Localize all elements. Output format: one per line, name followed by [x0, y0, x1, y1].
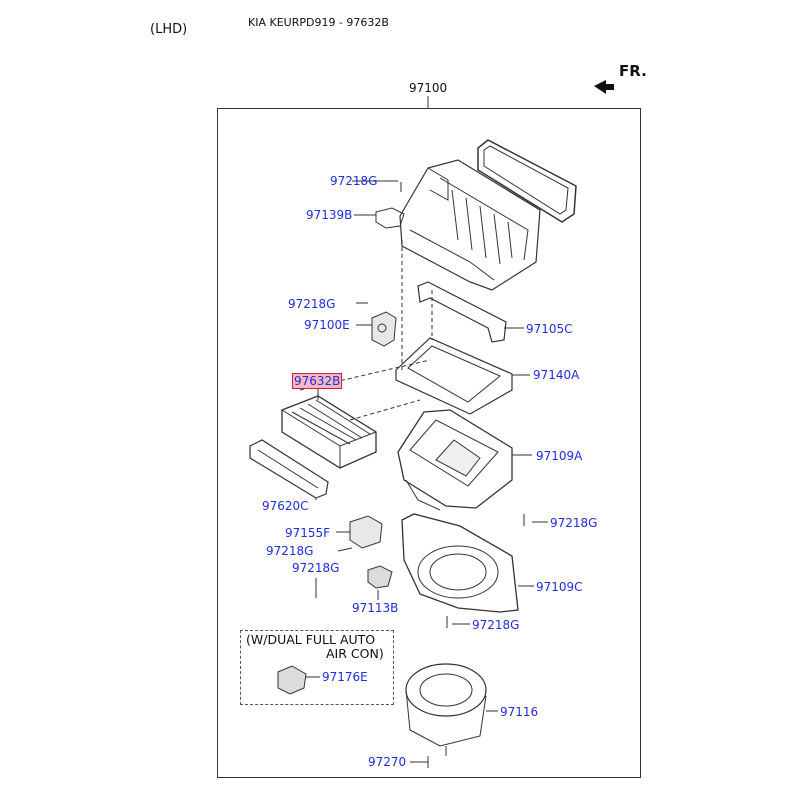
resistor-97113b-part	[367, 565, 393, 589]
option-line-1: (W/DUAL FULL AUTO	[246, 632, 376, 647]
label-97155f: 97155F	[285, 526, 331, 540]
label-97113b: 97113B	[352, 601, 399, 615]
label-97139b: 97139B	[306, 208, 353, 222]
blower-housing-97109c-part	[401, 513, 519, 613]
option-box	[240, 630, 394, 705]
label-97105c: 97105C	[526, 322, 573, 336]
bracket-97105c-part	[417, 281, 507, 343]
intake-case-97109a-part	[397, 409, 513, 511]
label-97218g-d: 97218G	[266, 544, 314, 558]
gasket-seal-part	[477, 139, 577, 223]
option-line-2: AIR CON)	[326, 646, 384, 661]
label-97632b-highlighted: 97632B	[292, 373, 343, 389]
lhd-label: (LHD)	[150, 22, 188, 37]
blower-motor-97116-part	[405, 663, 487, 756]
label-97218g-c: 97218G	[550, 516, 598, 530]
label-97176e: 97176E	[322, 670, 368, 684]
cabin-filter-97632b-part	[281, 395, 377, 469]
label-97109c: 97109C	[536, 580, 583, 594]
label-97270: 97270	[368, 755, 407, 769]
assembly-label-97100: 97100	[409, 81, 448, 95]
leader-97218g-c2	[337, 547, 353, 552]
page-title: KIA KEURPD919 - 97632B	[248, 16, 389, 29]
assembly-frame	[217, 108, 641, 778]
filter-cover-97620c-part	[249, 439, 329, 499]
label-97218g-e: 97218G	[292, 561, 340, 575]
module-97176e-part	[277, 665, 307, 695]
label-97116: 97116	[500, 705, 539, 719]
upper-case-97139b-part	[375, 159, 541, 291]
label-97218g-f: 97218G	[472, 618, 520, 632]
label-97100e: 97100E	[304, 318, 350, 332]
case-frame-97140a-part	[395, 337, 513, 415]
label-97620c: 97620C	[262, 499, 309, 513]
actuator-97155f-part	[349, 515, 383, 549]
label-97218g-a: 97218G	[330, 174, 378, 188]
actuator-97100e-part	[371, 311, 397, 347]
label-97140a: 97140A	[533, 368, 580, 382]
label-97109a: 97109A	[536, 449, 583, 463]
label-97218g-b: 97218G	[288, 297, 336, 311]
front-direction-label: FR.	[619, 62, 647, 80]
